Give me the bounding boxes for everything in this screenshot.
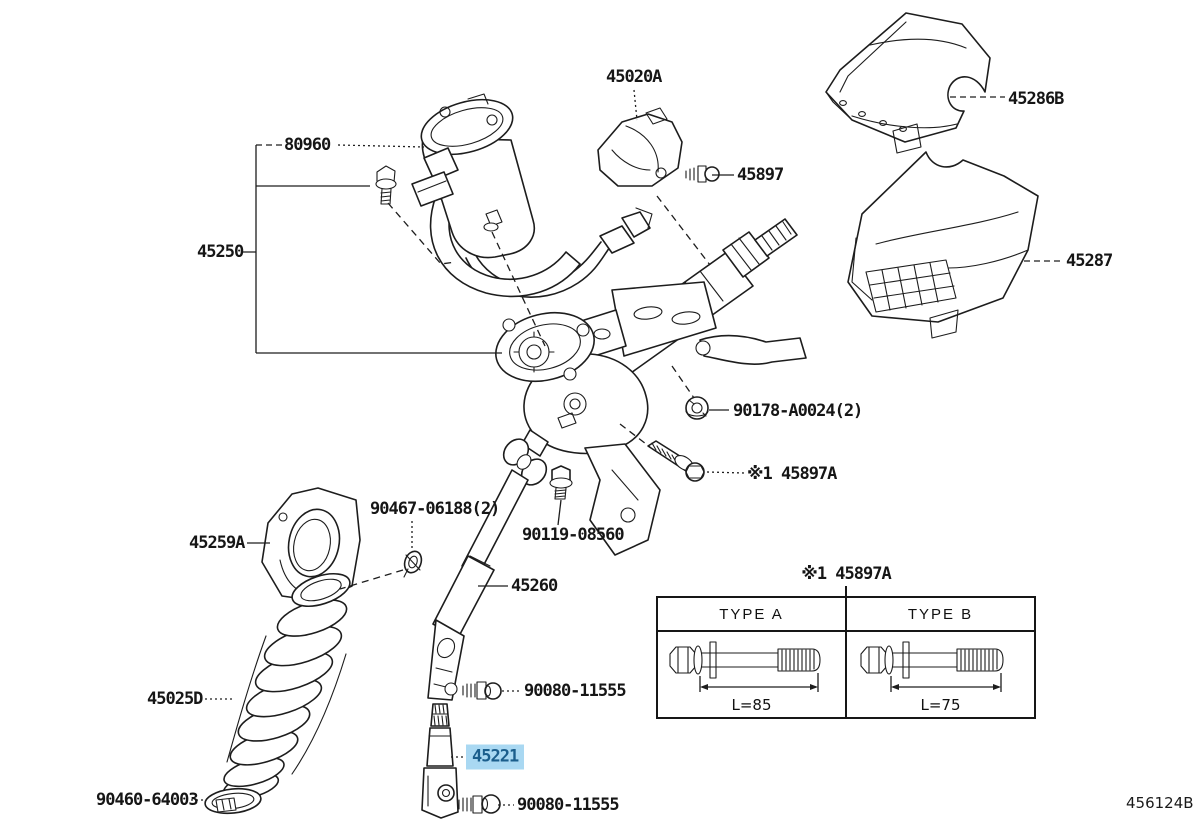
hole-cover-plate-drawing [261, 487, 361, 602]
bolt-spec-table: ※1 45897A TYPE A L=85 [656, 564, 1036, 719]
bolt-45897a-drawing [647, 440, 705, 482]
part-label-80960[interactable]: 80960 [284, 135, 331, 155]
part-label-45286b[interactable]: 45286B [1008, 89, 1064, 109]
part-label-90467-06188[interactable]: 90467-06188(2) [370, 499, 500, 519]
intermediate-shaft-drawing [427, 429, 549, 701]
part-label-45287[interactable]: 45287 [1066, 251, 1113, 271]
column-boot-drawing [222, 572, 351, 800]
spec-cell-type-a: L=85 [658, 632, 845, 717]
bolt-type-b-drawing [860, 641, 1004, 692]
clip-90467-drawing [403, 550, 423, 578]
spec-header-type-b: TYPE B [847, 598, 1034, 632]
figure-code: 456124B [1126, 794, 1194, 812]
spec-dim-type-b: L=75 [920, 696, 961, 714]
part-label-45020a[interactable]: 45020A [606, 67, 662, 87]
bolt-90080-upper-drawing [462, 681, 502, 700]
lower-column-cover-drawing [847, 151, 1039, 339]
upper-column-cover-drawing [825, 12, 991, 154]
part-label-45260[interactable]: 45260 [511, 576, 558, 596]
part-label-45259a[interactable]: 45259A [189, 533, 245, 553]
switch-cover-drawing [597, 107, 683, 187]
spec-table-title: ※1 45897A [801, 564, 891, 584]
boot-clamp-drawing [204, 787, 262, 815]
bolt-45897-drawing [685, 165, 720, 183]
bolt-90080-lower-drawing [458, 794, 501, 814]
part-label-90460-64003[interactable]: 90460-64003 [96, 790, 199, 810]
part-label-45221-highlighted[interactable]: 45221 [466, 744, 525, 770]
part-label-45897[interactable]: 45897 [737, 165, 784, 185]
part-label-90178-a0024[interactable]: 90178-A0024(2) [733, 401, 863, 421]
spec-col-type-b: TYPE B L=75 [847, 598, 1034, 717]
part-label-45025d[interactable]: 45025D [147, 689, 203, 709]
part-label-45897a[interactable]: ※1 45897A [747, 464, 837, 484]
bolt-90119-drawing [549, 465, 573, 500]
part-label-90080-11555-upper[interactable]: 90080-11555 [524, 681, 627, 701]
bolt-type-a-drawing [669, 641, 821, 692]
motor-assembly-drawing [375, 93, 653, 298]
spec-dim-type-a: L=85 [731, 696, 772, 714]
part-label-90080-11555-lower[interactable]: 90080-11555 [517, 795, 620, 815]
spec-col-type-a: TYPE A L=85 [658, 598, 847, 717]
spec-header-type-a: TYPE A [658, 598, 845, 632]
part-label-45250[interactable]: 45250 [197, 242, 244, 262]
sliding-yoke-45221-drawing [421, 703, 459, 819]
spec-cell-type-b: L=75 [847, 632, 1034, 717]
spec-table-tick [845, 586, 847, 596]
spec-table-box: TYPE A L=85 TYPE B [656, 596, 1036, 719]
part-label-90119-08560[interactable]: 90119-08560 [522, 525, 625, 545]
leader-lines [186, 89, 1063, 806]
column-assembly-drawing [495, 218, 807, 556]
nut-90178-drawing [685, 396, 709, 420]
